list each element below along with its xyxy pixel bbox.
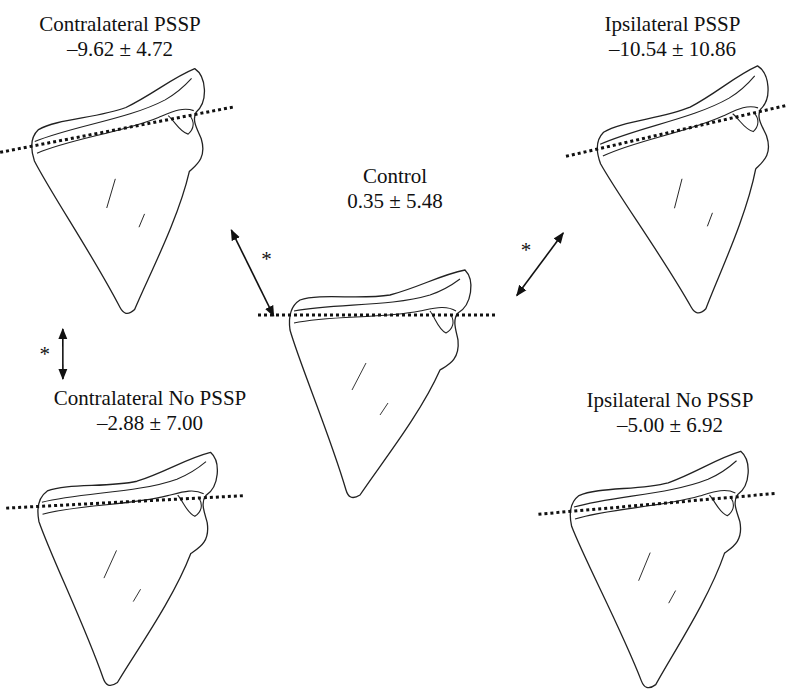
angle-value: –10.54 ± 10.86 bbox=[565, 37, 780, 62]
scapula-panel: Ipsilateral PSSP–10.54 ± 10.86 bbox=[565, 8, 780, 326]
group-name: Ipsilateral PSSP bbox=[565, 12, 780, 37]
scapula-outline bbox=[535, 449, 787, 696]
angle-value: –2.88 ± 7.00 bbox=[20, 411, 280, 436]
significance-marker: * bbox=[38, 344, 53, 364]
group-name: Control bbox=[275, 164, 515, 189]
scapula-panel: Control0.35 ± 5.48 bbox=[275, 160, 515, 505]
group-name: Contralateral PSSP bbox=[10, 12, 230, 37]
scapula-panel: Contralateral No PSSP–2.88 ± 7.00 bbox=[20, 382, 280, 693]
scapula-outline bbox=[258, 270, 495, 497]
angle-value: 0.35 ± 5.48 bbox=[275, 189, 515, 214]
scapula-figure bbox=[4, 451, 253, 691]
significance-arrow bbox=[231, 230, 273, 316]
scapula-figure bbox=[0, 63, 268, 332]
scapula-figure bbox=[258, 270, 495, 497]
scapula-figure bbox=[556, 59, 787, 334]
scapula-panel: Contralateral PSSP–9.62 ± 4.72 bbox=[10, 8, 230, 326]
significance-marker: * bbox=[259, 249, 274, 269]
significance-marker: * bbox=[519, 240, 534, 260]
angle-value: –5.00 ± 6.92 bbox=[557, 413, 783, 438]
significance-arrow bbox=[62, 329, 64, 379]
significance-arrow bbox=[517, 233, 563, 296]
group-name: Contralateral No PSSP bbox=[20, 386, 280, 411]
group-name: Ipsilateral No PSSP bbox=[557, 388, 783, 413]
scapula-panel: Ipsilateral No PSSP–5.00 ± 6.92 bbox=[557, 384, 783, 693]
scapula-outline bbox=[556, 59, 787, 334]
scapula-outline bbox=[0, 63, 268, 332]
angle-value: –9.62 ± 4.72 bbox=[10, 37, 230, 62]
scapula-outline bbox=[4, 451, 253, 691]
scapula-figure bbox=[535, 449, 787, 696]
